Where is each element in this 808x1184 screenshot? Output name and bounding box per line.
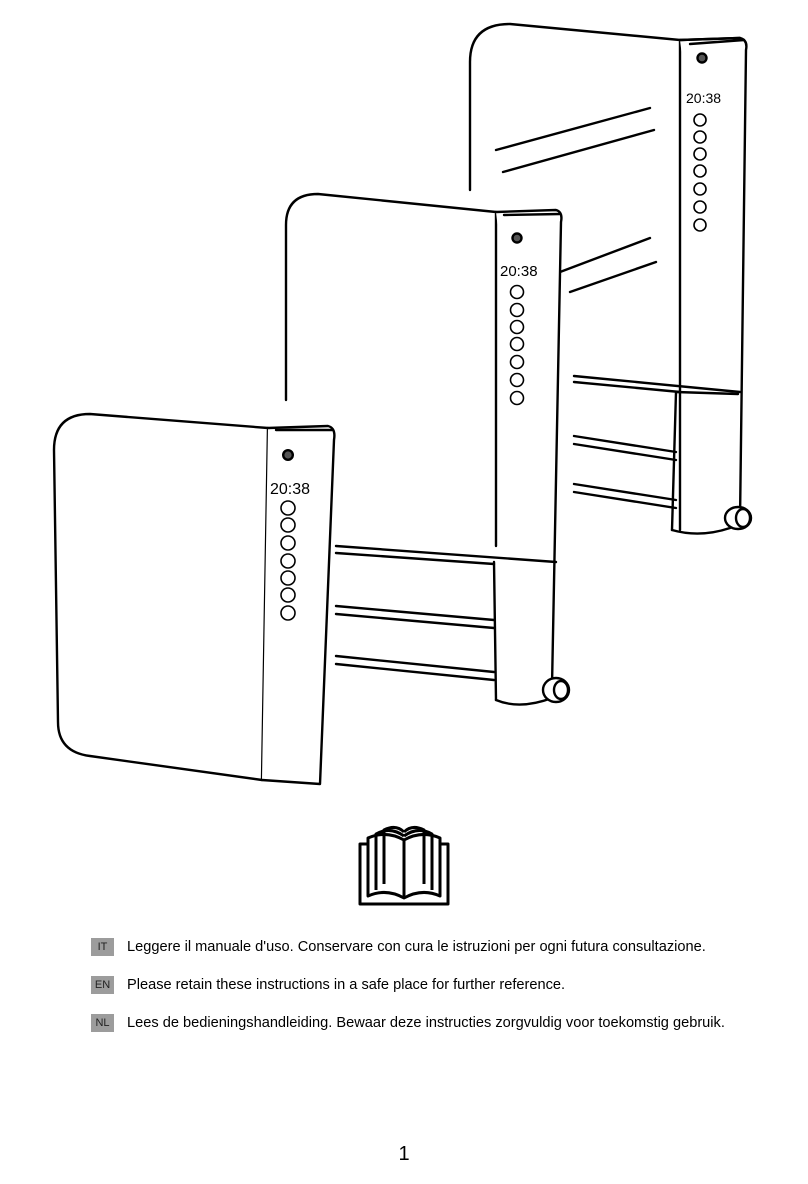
note-en: EN Please retain these instructions in a… xyxy=(91,966,791,1004)
instruction-notes: IT Leggere il manuale d'uso. Conservare … xyxy=(91,928,791,1042)
lang-badge-it: IT xyxy=(91,938,114,956)
lang-badge-en: EN xyxy=(91,976,114,994)
note-nl: NL Lees de bedieningshandleiding. Bewaar… xyxy=(91,1004,791,1042)
lang-badge-nl: NL xyxy=(91,1014,114,1032)
open-book-icon xyxy=(358,825,450,906)
display-back: 20:38 xyxy=(686,90,721,106)
heater-back: 20:38 xyxy=(468,22,753,535)
note-text-en: Please retain these instructions in a sa… xyxy=(127,977,566,993)
heater-illustration: 20:38 20:38 xyxy=(52,22,753,786)
heater-middle: 20:38 xyxy=(284,192,571,706)
note-text-it: Leggere il manuale d'uso. Conservare con… xyxy=(127,939,706,955)
note-it: IT Leggere il manuale d'uso. Conservare … xyxy=(91,928,791,966)
note-text-nl: Lees de bedieningshandleiding. Bewaar de… xyxy=(127,1015,725,1031)
display-front: 20:38 xyxy=(270,481,310,498)
heater-front: 20:38 xyxy=(52,412,336,786)
page-number: 1 xyxy=(398,1143,410,1165)
display-middle: 20:38 xyxy=(500,263,538,280)
